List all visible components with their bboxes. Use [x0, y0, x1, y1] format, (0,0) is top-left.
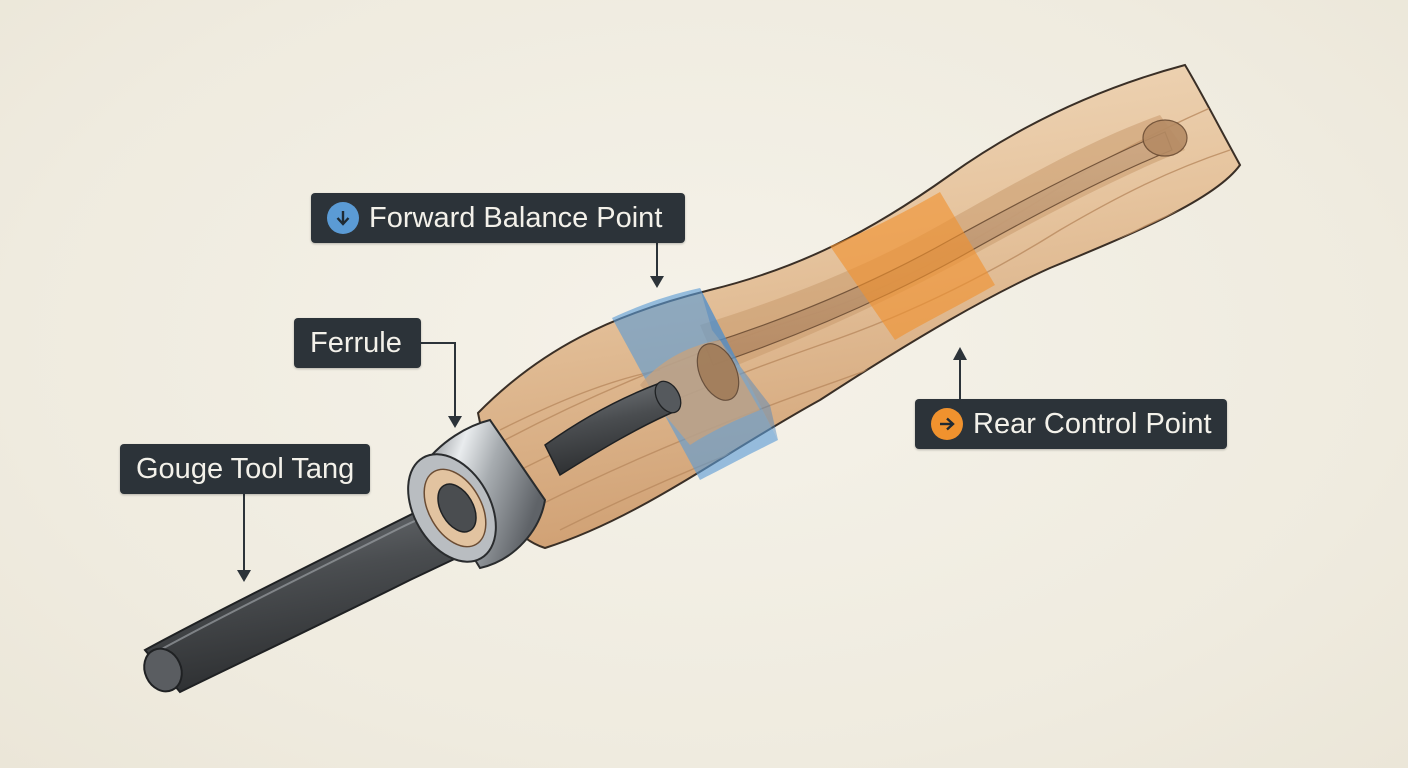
- ferrule-label: Ferrule: [294, 318, 421, 368]
- arrow-right-circle-icon: [931, 408, 963, 440]
- bore-end: [1143, 120, 1187, 156]
- forward-balance-point-label: Forward Balance Point: [311, 193, 685, 243]
- rear-control-point-text: Rear Control Point: [973, 408, 1212, 441]
- gouge-tool-tang-text: Gouge Tool Tang: [136, 453, 354, 486]
- rear-control-point-label: Rear Control Point: [915, 399, 1227, 449]
- gouge-tool-tang-label: Gouge Tool Tang: [120, 444, 370, 494]
- arrow-down-circle-icon: [327, 202, 359, 234]
- forward-balance-point-text: Forward Balance Point: [369, 202, 662, 235]
- ferrule-text: Ferrule: [310, 327, 402, 360]
